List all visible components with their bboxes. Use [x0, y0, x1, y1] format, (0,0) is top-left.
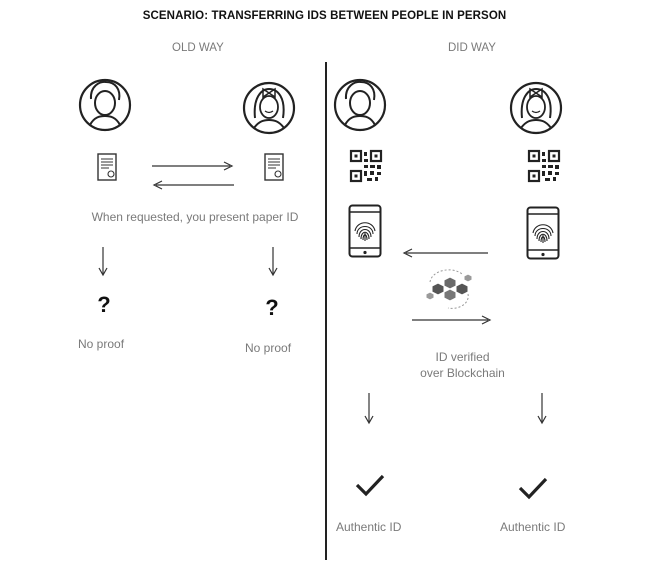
old-way-heading: OLD WAY: [172, 42, 224, 54]
checkmark-icon: [355, 474, 385, 497]
qr-code-icon: [349, 149, 383, 183]
arrow-right-icon: [152, 161, 234, 171]
authentic-id-right: Authentic ID: [500, 520, 566, 534]
paper-id-document-icon: [264, 153, 284, 181]
id-verified-line1: ID verified: [435, 350, 490, 364]
fingerprint-phone-icon: [526, 206, 560, 260]
arrow-down-icon: [98, 247, 108, 277]
old-way-caption: When requested, you present paper ID: [91, 210, 299, 224]
did-way-heading: DID WAY: [448, 42, 496, 54]
arrow-left-icon: [402, 248, 488, 258]
id-verified-line2: over Blockchain: [420, 366, 505, 380]
arrow-right-icon: [412, 315, 492, 325]
qr-code-icon: [527, 149, 561, 183]
question-mark-right: ?: [265, 295, 279, 320]
no-proof-right: No proof: [245, 341, 292, 355]
no-proof-left: No proof: [78, 337, 125, 351]
id-verified-caption: ID verified over Blockchain: [400, 349, 525, 381]
paper-id-document-icon: [97, 153, 117, 181]
column-divider: [325, 62, 327, 560]
exchange-arrows: [152, 161, 234, 190]
authentic-id-left: Authentic ID: [336, 520, 402, 534]
man-avatar-icon: [333, 78, 387, 132]
woman-avatar-icon: [242, 81, 296, 135]
checkmark-icon: [518, 477, 548, 500]
arrow-down-icon: [537, 393, 547, 425]
page-title: SCENARIO: TRANSFERRING IDS BETWEEN PEOPL…: [142, 10, 507, 22]
blockchain-hexagon-icon: [425, 269, 473, 309]
question-mark-left: ?: [97, 292, 111, 317]
woman-avatar-icon: [509, 81, 563, 135]
fingerprint-phone-icon: [348, 204, 382, 258]
arrow-down-icon: [268, 247, 278, 277]
arrow-left-icon: [152, 180, 234, 190]
arrow-down-icon: [364, 393, 374, 425]
man-avatar-icon: [78, 78, 132, 132]
